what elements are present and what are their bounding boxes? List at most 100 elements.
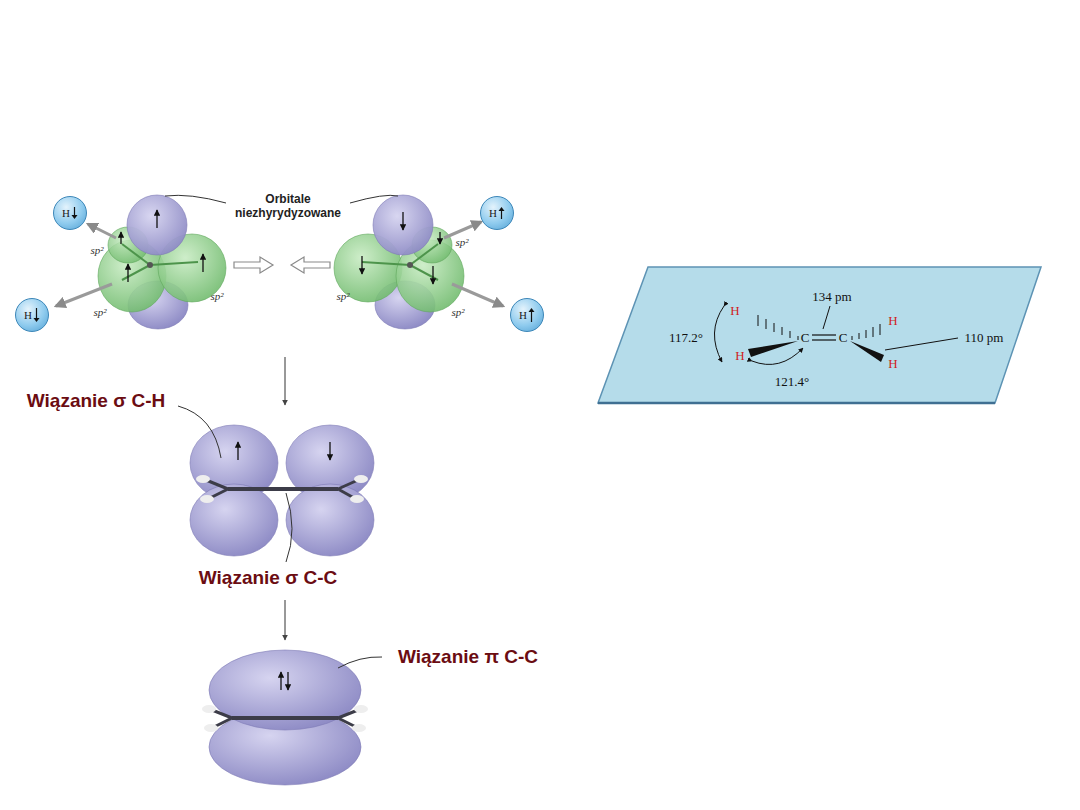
right-carbon-orbitals xyxy=(410,244,438,265)
electron-spin-arrow xyxy=(127,264,128,282)
leader-line xyxy=(178,406,382,668)
molecular-plane xyxy=(598,402,995,405)
sigma-framework-orbitals xyxy=(200,495,214,503)
leader-line xyxy=(165,195,226,203)
sigma-framework-orbitals xyxy=(350,495,364,503)
dimension-label: 134 pm xyxy=(812,289,851,305)
electron-spin-arrow xyxy=(432,266,433,284)
right-carbon-orbitals xyxy=(373,195,433,255)
electron-spin-arrow xyxy=(33,318,39,322)
ethylene-structure xyxy=(852,336,853,340)
hydrogen-atom-circle: H xyxy=(53,196,87,230)
ethylene-structure xyxy=(823,306,830,329)
electron-spin-arrow xyxy=(528,308,534,312)
hydrogen-atom-circle: H xyxy=(510,298,544,332)
leader-line xyxy=(178,406,221,458)
ethylene-structure xyxy=(866,330,867,338)
molecular-plane xyxy=(598,267,1041,403)
angle-label: 117.2° xyxy=(669,330,703,346)
approach-arrow xyxy=(56,284,112,306)
right-carbon-orbitals xyxy=(410,265,438,280)
ethylene-structure xyxy=(790,331,791,338)
atom-symbol: H xyxy=(519,309,527,321)
ethylene-structure xyxy=(873,327,874,337)
electron-spin-arrow xyxy=(361,256,362,274)
bond-label: Wiązanie π C-C xyxy=(398,646,538,668)
ethylene-structure xyxy=(758,315,759,326)
pi-bond-orbitals xyxy=(202,705,216,713)
right-carbon-orbitals xyxy=(334,195,464,329)
electron-spin-arrow xyxy=(402,212,403,230)
hybrid-label: sp² xyxy=(90,244,103,256)
approach-arrow xyxy=(56,222,503,306)
pi-bond-orbitals xyxy=(209,650,361,730)
pi-bond-orbitals xyxy=(232,716,338,720)
sigma-framework-orbitals xyxy=(286,484,374,556)
approach-hollow-arrow xyxy=(234,257,330,273)
atom-symbol: H xyxy=(730,303,739,319)
atom-symbol: H xyxy=(24,309,32,321)
ethylene-structure xyxy=(774,323,775,332)
electron-spin-arrow xyxy=(71,215,77,219)
atom-symbol: H xyxy=(888,313,897,329)
atom-symbol: H xyxy=(735,348,744,364)
electron-spin-arrow xyxy=(501,210,502,219)
hybrid-label: sp² xyxy=(93,306,106,318)
ethylene-structure xyxy=(885,338,958,350)
sigma-framework-orbitals xyxy=(196,475,210,483)
bond-label: Wiązanie σ C-H xyxy=(27,390,165,412)
atom-symbol: C xyxy=(801,330,810,346)
right-carbon-orbitals xyxy=(362,262,410,265)
sigma-framework-orbitals xyxy=(237,442,238,460)
pi-bond-orbitals xyxy=(214,718,232,727)
pi-bond-orbitals xyxy=(352,724,366,732)
angle-label: 121.4° xyxy=(775,374,809,390)
electron-spin-arrow xyxy=(156,210,157,228)
leader-line xyxy=(338,657,382,668)
process-arrow xyxy=(285,357,286,640)
hydrogen-atom-circle: H xyxy=(15,298,49,332)
electron-spin-arrow xyxy=(528,308,535,322)
pi-bond-orbitals xyxy=(338,718,356,727)
sigma-framework-orbitals xyxy=(210,489,228,498)
bond-label: Wiązanie σ C-C xyxy=(199,567,337,589)
dimension-label: 110 pm xyxy=(965,330,1004,346)
electron-spin-arrow xyxy=(531,311,532,322)
sigma-framework-orbitals xyxy=(329,442,330,460)
left-carbon-orbitals xyxy=(150,262,198,265)
ethylene-structure xyxy=(859,333,860,339)
pi-bond-orbitals xyxy=(202,650,368,785)
hybrid-label: sp² xyxy=(336,290,349,302)
electron-spin-arrow xyxy=(439,232,440,244)
electron-spin-arrow xyxy=(74,207,75,216)
pi-bond-orbitals xyxy=(204,724,218,732)
left-carbon-orbitals xyxy=(127,195,187,255)
approach-hollow-arrow xyxy=(234,257,273,273)
sigma-framework-orbitals xyxy=(228,487,338,491)
electron-spin-arrow xyxy=(498,207,504,211)
electron-spin-arrow xyxy=(121,210,440,284)
leader-line xyxy=(350,195,398,203)
electron-spin-arrow xyxy=(202,254,203,272)
hydrogen-atom-circle: H xyxy=(480,196,514,230)
ethylene-structure xyxy=(812,334,836,335)
leader-line xyxy=(286,493,292,562)
sigma-framework-orbitals xyxy=(190,484,278,556)
hybrid-label: sp² xyxy=(210,290,223,302)
ethylene-structure xyxy=(748,341,798,357)
left-carbon-orbitals xyxy=(98,195,226,329)
right-carbon-orbitals xyxy=(407,262,413,268)
ethylene-structure xyxy=(752,348,803,364)
ethylene-structure xyxy=(880,324,881,335)
ethylene-structure xyxy=(766,319,767,329)
approach-hollow-arrow xyxy=(291,257,330,273)
atom-symbol: H xyxy=(62,207,70,219)
electron-spin-arrow xyxy=(71,207,78,219)
process-arrow xyxy=(285,600,286,640)
electron-spin-arrow xyxy=(498,207,505,219)
left-carbon-orbitals xyxy=(147,262,153,268)
approach-arrow xyxy=(88,224,116,238)
ethylene-structure xyxy=(798,336,799,340)
ethylene-structure xyxy=(714,306,724,362)
